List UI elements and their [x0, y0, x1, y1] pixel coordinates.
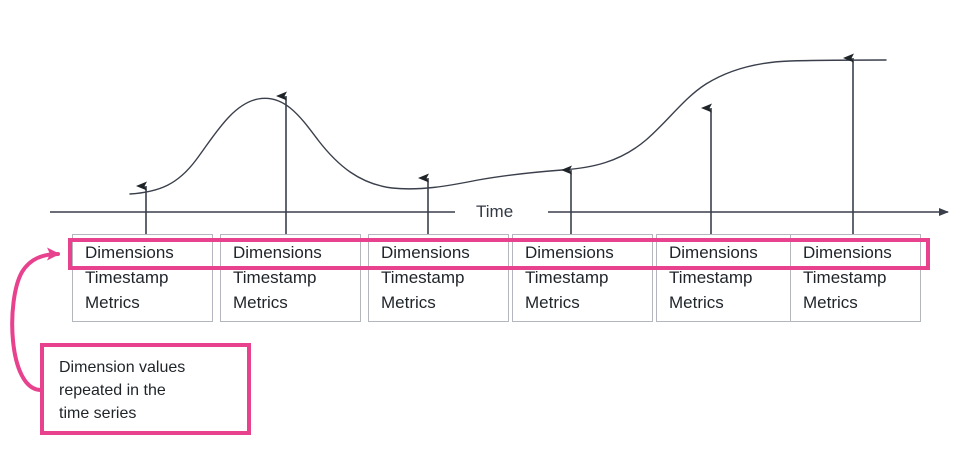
- record-dimensions-label: Dimensions: [381, 243, 470, 262]
- time-axis-label: Time: [469, 202, 521, 222]
- record-timestamp-label: Timestamp: [233, 268, 317, 287]
- record-metrics-label: Metrics: [803, 293, 858, 312]
- record-metrics-label: Metrics: [669, 293, 724, 312]
- record-timestamp-label: Timestamp: [669, 268, 753, 287]
- record-metrics-label: Metrics: [85, 293, 140, 312]
- callout-line: time series: [59, 405, 137, 422]
- callout-line: Dimension values: [59, 359, 186, 376]
- record-metrics-label: Metrics: [525, 293, 580, 312]
- record-dimensions-label: Dimensions: [233, 243, 322, 262]
- record-dimensions-label: Dimensions: [803, 243, 892, 262]
- record-box[interactable]: Dimensions Timestamp Metrics: [220, 234, 361, 322]
- record-dimensions-label: Dimensions: [669, 243, 758, 262]
- record-box[interactable]: Dimensions Timestamp Metrics: [512, 234, 653, 322]
- record-timestamp-label: Timestamp: [803, 268, 887, 287]
- time-series-curve: [129, 59, 887, 195]
- record-timestamp-label: Timestamp: [381, 268, 465, 287]
- callout-line: repeated in the: [59, 382, 166, 399]
- record-box[interactable]: Dimensions Timestamp Metrics: [656, 234, 797, 322]
- record-box[interactable]: Dimensions Timestamp Metrics: [790, 234, 921, 322]
- record-dimensions-label: Dimensions: [85, 243, 174, 262]
- callout-box: Dimension values repeated in the time se…: [40, 343, 251, 435]
- record-metrics-label: Metrics: [233, 293, 288, 312]
- callout-connector-arrow: [10, 247, 60, 392]
- record-dimensions-label: Dimensions: [525, 243, 614, 262]
- record-timestamp-label: Timestamp: [525, 268, 609, 287]
- record-box[interactable]: Dimensions Timestamp Metrics: [368, 234, 509, 322]
- record-box[interactable]: Dimensions Timestamp Metrics: [72, 234, 213, 322]
- record-timestamp-label: Timestamp: [85, 268, 169, 287]
- record-metrics-label: Metrics: [381, 293, 436, 312]
